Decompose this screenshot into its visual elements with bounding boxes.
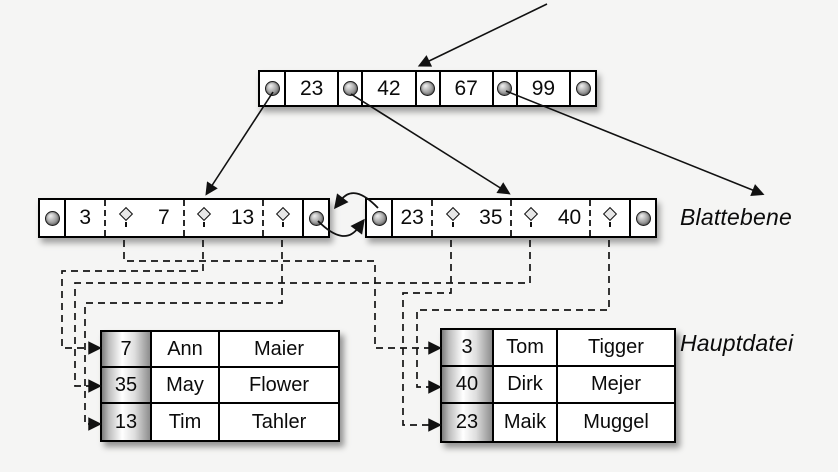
table-key-cell: 7 bbox=[102, 332, 152, 368]
pointer-cell bbox=[302, 200, 328, 236]
pointer-cell bbox=[569, 72, 595, 105]
leaf-key-cell: 3 bbox=[66, 200, 145, 236]
leaf-key-value: 23 bbox=[393, 200, 434, 236]
pointer-circle-icon bbox=[342, 81, 358, 96]
table-firstname-cell: Maik bbox=[494, 404, 558, 441]
table-firstname-cell: Dirk bbox=[494, 367, 558, 404]
table-firstname-cell: Tom bbox=[494, 330, 558, 367]
table-lastname-cell: Muggel bbox=[558, 404, 674, 441]
diamond-pointer-icon bbox=[118, 206, 133, 222]
pointer-circle-icon bbox=[420, 81, 435, 96]
arrow-root-to-right-leaf bbox=[350, 93, 511, 195]
table-firstname-cell: Ann bbox=[152, 332, 220, 368]
record-pointer-slot bbox=[512, 200, 550, 236]
record-pointer-slot bbox=[433, 200, 471, 236]
leaf-key-cell: 7 bbox=[145, 200, 224, 236]
table-key-cell: 3 bbox=[442, 330, 494, 367]
diamond-pointer-icon bbox=[602, 206, 617, 222]
leaf-key-value: 7 bbox=[145, 200, 186, 236]
diamond-pointer-icon bbox=[275, 206, 290, 222]
pointer-circle-icon bbox=[497, 81, 513, 96]
leaf-key-cell: 40 bbox=[550, 200, 629, 236]
pointer-cell bbox=[367, 200, 393, 236]
table-lastname-cell: Tigger bbox=[558, 330, 674, 367]
arrow-into-root bbox=[417, 3, 548, 67]
table-key-cell: 40 bbox=[442, 367, 494, 404]
table-firstname-cell: May bbox=[152, 368, 220, 404]
leaf-key-cell: 35 bbox=[472, 200, 551, 236]
root-key-cell: 23 bbox=[299, 76, 324, 100]
pointer-cell bbox=[260, 72, 286, 105]
record-pointer-slot bbox=[264, 200, 302, 236]
diamond-stem bbox=[124, 222, 127, 227]
pointer-cell bbox=[337, 72, 364, 105]
leaf-node-right: 23 35 40 bbox=[365, 198, 657, 238]
table-lastname-cell: Mejer bbox=[558, 367, 674, 404]
leaf-key-value: 13 bbox=[223, 200, 264, 236]
diamond-stem bbox=[608, 222, 611, 227]
leaf-key-cell: 23 bbox=[393, 200, 472, 236]
pointer-circle-icon bbox=[575, 81, 591, 96]
pointer-circle-icon bbox=[264, 81, 280, 96]
pointer-circle-icon bbox=[371, 210, 387, 226]
table-key-cell: 23 bbox=[442, 404, 494, 441]
pointer-circle-icon bbox=[308, 210, 324, 226]
table-firstname-cell: Tim bbox=[152, 404, 220, 440]
label-main-file: Hauptdatei bbox=[680, 330, 794, 356]
record-pointer-slot bbox=[106, 200, 144, 236]
leaf-node-left: 3 7 13 bbox=[38, 198, 330, 238]
pointer-cell bbox=[414, 72, 441, 105]
pointer-circle-icon bbox=[635, 210, 651, 226]
pointer-cell bbox=[629, 200, 655, 236]
pointer-circle-icon bbox=[44, 210, 60, 226]
root-key-cell: 99 bbox=[531, 76, 556, 100]
diamond-stem bbox=[451, 222, 454, 227]
root-key-cell: 42 bbox=[377, 76, 401, 100]
diamond-stem bbox=[203, 222, 206, 227]
leaf-key-value: 3 bbox=[66, 200, 107, 236]
table-lastname-cell: Flower bbox=[220, 368, 338, 404]
record-pointer-slot bbox=[185, 200, 223, 236]
diamond-pointer-icon bbox=[524, 206, 539, 222]
record-pointer-slot bbox=[591, 200, 629, 236]
root-key-cell: 67 bbox=[454, 76, 478, 100]
diamond-pointer-icon bbox=[197, 206, 212, 222]
label-leaf-level: Blattebene bbox=[680, 204, 792, 230]
table-lastname-cell: Tahler bbox=[220, 404, 338, 440]
pointer-cell bbox=[491, 72, 518, 105]
table-lastname-cell: Maier bbox=[220, 332, 338, 368]
leaf-key-value: 35 bbox=[472, 200, 513, 236]
diamond-stem bbox=[281, 222, 284, 227]
leaf-key-value: 40 bbox=[550, 200, 591, 236]
table-key-cell: 13 bbox=[102, 404, 152, 440]
pointer-cell bbox=[40, 200, 66, 236]
diamond-pointer-icon bbox=[445, 206, 460, 222]
leaf-key-cell: 13 bbox=[223, 200, 302, 236]
diamond-stem bbox=[530, 222, 533, 227]
table-key-cell: 35 bbox=[102, 368, 152, 404]
root-node: 23 42 67 99 bbox=[258, 70, 597, 107]
